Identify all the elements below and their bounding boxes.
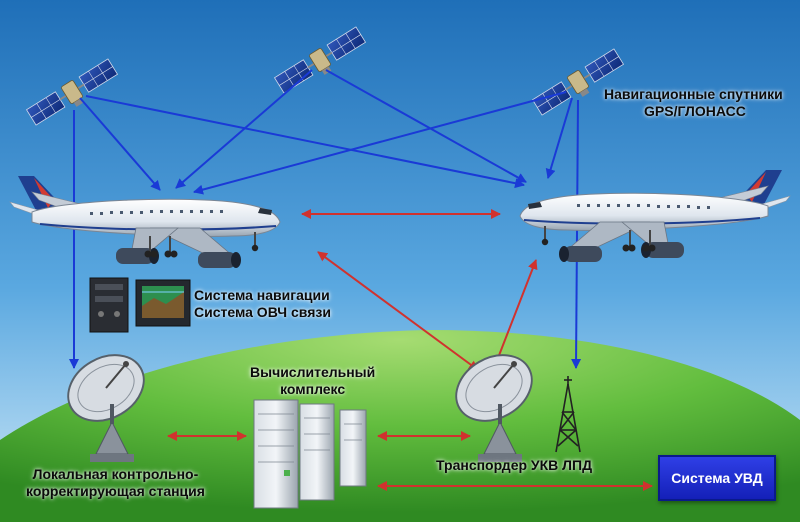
avionics-label-line2: Система ОВЧ связи bbox=[194, 304, 331, 320]
antenna-tower-icon bbox=[555, 376, 581, 453]
signal-sat3-plane1 bbox=[193, 91, 567, 195]
satellite-signals bbox=[69, 69, 582, 369]
satellites-label-line1: Навигационные спутники bbox=[604, 86, 783, 102]
computing-label: Вычислительный комплекс bbox=[250, 364, 375, 398]
atc-system-box: Система УВД bbox=[658, 455, 776, 501]
avionics-label-line1: Система навигации bbox=[194, 287, 330, 303]
link-transponder-plane2 bbox=[497, 259, 538, 359]
avionics-label: Система навигации Система ОВЧ связи bbox=[194, 287, 331, 321]
data-links bbox=[167, 209, 653, 491]
signal-sat2-plane1 bbox=[175, 69, 313, 189]
computing-label-line1: Вычислительный bbox=[250, 364, 376, 380]
ground-station-label-line1: Локальная контрольно- bbox=[32, 466, 199, 482]
computing-racks-icon bbox=[253, 399, 367, 509]
transponder-label: Транспордер УКВ ЛПД bbox=[436, 457, 593, 473]
signal-sat1-plane1 bbox=[79, 97, 161, 191]
avionics-equipment-icon bbox=[89, 277, 191, 333]
satellites-label-line2: GPS/ГЛОНАСС bbox=[644, 103, 746, 119]
ground-station-label-line2: корректирующая станция bbox=[26, 483, 205, 499]
ground-station-label: Локальная контрольно- корректирующая ста… bbox=[26, 466, 205, 500]
satellites-label: Навигационные спутники GPS/ГЛОНАСС bbox=[604, 86, 783, 120]
ground-hill bbox=[0, 330, 800, 522]
signal-sat1-plane2 bbox=[85, 95, 525, 189]
signal-sat2-plane2 bbox=[325, 69, 527, 183]
link-plane1-transponder bbox=[317, 251, 479, 371]
signal-sat3-transponder bbox=[571, 99, 582, 369]
computing-label-line2: комплекс bbox=[280, 381, 346, 397]
signal-sat3-plane2 bbox=[545, 97, 573, 179]
